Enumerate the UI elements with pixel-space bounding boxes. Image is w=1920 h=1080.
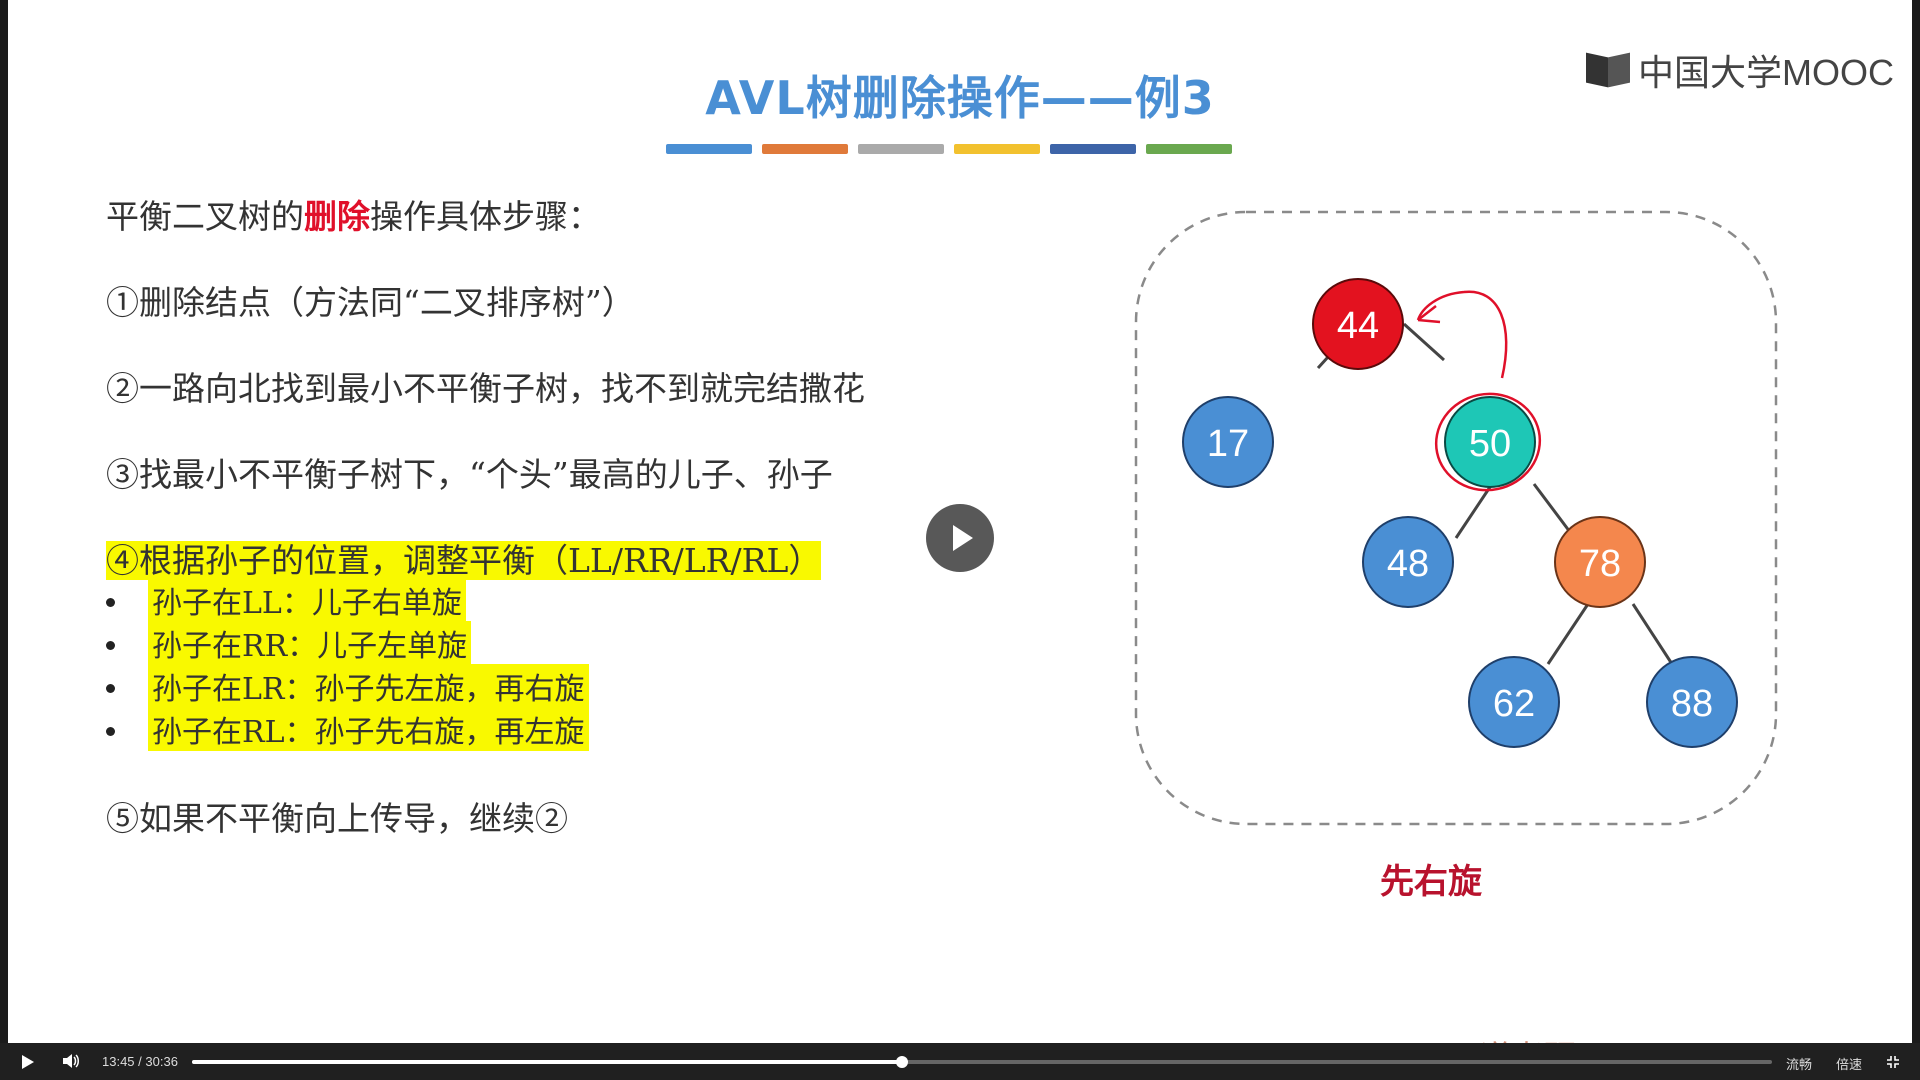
center-play-button[interactable] <box>926 504 994 572</box>
time-separator: / <box>138 1054 142 1069</box>
tree-edge <box>1402 322 1446 362</box>
tree-node: 62 <box>1468 656 1560 748</box>
step-3: ③找最小不平衡子树下，“个头”最高的儿子、孙子 <box>106 455 833 494</box>
tree-frame <box>1134 210 1778 826</box>
intro-highlight: 删除 <box>304 197 370 236</box>
arrow-head-icon <box>1417 305 1441 324</box>
bullet-dot <box>106 684 115 693</box>
step-1: ①删除结点（方法同“二叉排序树”） <box>106 283 635 322</box>
step-4-text: ④根据孙子的位置，调整平衡（LL/RR/LR/RL） <box>106 541 822 580</box>
slide-title: AVL树删除操作——例3 <box>705 71 1215 125</box>
duration: 30:36 <box>145 1054 178 1069</box>
current-time: 13:45 <box>102 1054 135 1069</box>
step-4: ④根据孙子的位置，调整平衡（LL/RR/LR/RL） <box>106 534 822 582</box>
speed-button[interactable]: 倍速 <box>1836 1057 1863 1072</box>
tree-node: 44 <box>1312 278 1404 370</box>
annotation-circle <box>1434 392 1542 492</box>
time-display: 13:45 / 30:36 <box>102 1054 178 1069</box>
bullet-text: 孙子在RL：孙子先右旋，再左旋 <box>148 707 589 751</box>
color-bar-segment <box>666 144 752 154</box>
tree-node: 48 <box>1362 516 1454 608</box>
tree-node: 50 <box>1444 396 1536 488</box>
slide-canvas: AVL树删除操作——例3 中国大学MOOC 平衡二叉树的删除操作具体步骤： ①删… <box>8 0 1912 1043</box>
intro-prefix: 平衡二叉树的 <box>106 197 304 236</box>
bullet-dot <box>106 727 115 736</box>
tree-node-label: 88 <box>1671 683 1713 725</box>
tree-edge <box>1546 603 1590 665</box>
play-icon[interactable] <box>22 1055 34 1069</box>
color-bar-segment <box>858 144 944 154</box>
color-bar-segment <box>1050 144 1136 154</box>
tree-edges <box>1316 322 1674 665</box>
volume-icon[interactable] <box>62 1053 80 1069</box>
mooc-logo: 中国大学MOOC <box>1586 44 1894 96</box>
watermark: 王道考研/CSKAOYAN.COM <box>1448 1032 1844 1043</box>
tree-node: 17 <box>1182 396 1274 488</box>
progress-handle[interactable] <box>896 1056 909 1068</box>
tree-edge <box>1532 483 1572 533</box>
bullet-text: 孙子在LR：孙子先左旋，再右旋 <box>148 664 589 708</box>
diagram-caption: 先右旋 <box>1380 862 1482 902</box>
tree-node-label: 17 <box>1207 423 1249 465</box>
tree-node: 78 <box>1554 516 1646 608</box>
progress-fill <box>192 1060 903 1064</box>
progress-track[interactable] <box>192 1056 1772 1068</box>
step-5: ⑤如果不平衡向上传导，继续② <box>106 799 568 838</box>
tree-node-label: 48 <box>1387 543 1429 585</box>
tree-node-label: 50 <box>1469 423 1511 465</box>
tree-edge <box>1454 483 1494 539</box>
tree-node-label: 44 <box>1337 305 1379 347</box>
color-bar-segment <box>762 144 848 154</box>
tree-node: 88 <box>1646 656 1738 748</box>
fullscreen-exit-icon[interactable] <box>1886 1055 1900 1069</box>
tree-edge <box>1631 603 1674 665</box>
color-bar-segment <box>1146 144 1232 154</box>
intro-line: 平衡二叉树的删除操作具体步骤： <box>106 190 601 238</box>
mooc-book-icon <box>1586 51 1632 89</box>
video-control-bar: 13:45 / 30:36 流畅 倍速 <box>0 1043 1920 1080</box>
tree-node-label: 78 <box>1579 543 1621 585</box>
rotation-arrow-icon <box>1416 290 1508 379</box>
step-2: ②一路向北找到最小不平衡子树，找不到就完结撒花 <box>106 369 865 408</box>
bullet-text: 孙子在LL：儿子右单旋 <box>148 578 466 622</box>
color-bar-segment <box>954 144 1040 154</box>
mooc-logo-text: 中国大学MOOC <box>1638 52 1894 93</box>
quality-button[interactable]: 流畅 <box>1786 1057 1813 1072</box>
intro-suffix: 操作具体步骤： <box>370 197 601 236</box>
bullet-text: 孙子在RR：儿子左单旋 <box>148 621 472 665</box>
bullet-dot <box>106 598 115 607</box>
avl-tree-diagram: 44 17 50 48 78 62 88 <box>1134 210 1778 826</box>
bullet-dot <box>106 641 115 650</box>
tree-node-label: 62 <box>1493 683 1535 725</box>
